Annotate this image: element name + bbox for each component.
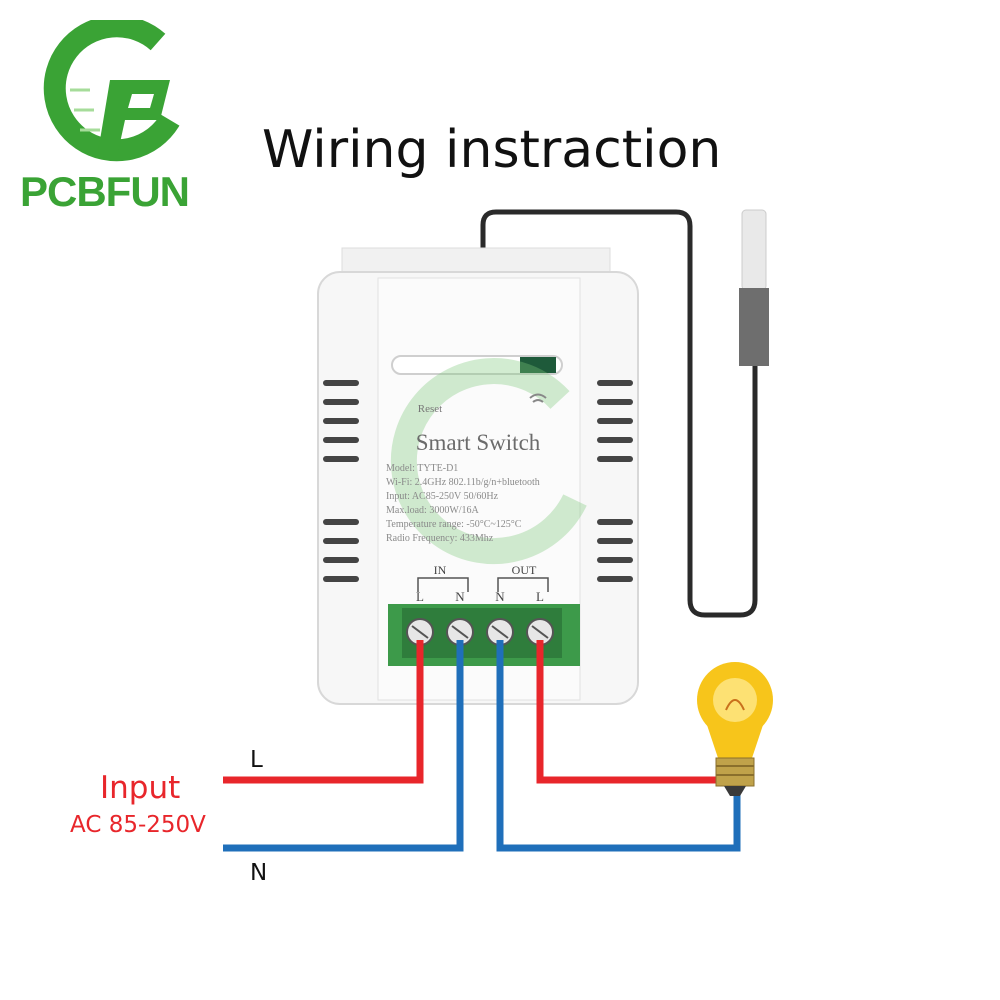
output-neutral-wire [496,640,741,852]
wifi-icon [529,393,547,403]
brand-name: PCBFUN [20,168,190,215]
brand-logo-icon [43,20,180,162]
terminal-label: L [536,589,544,604]
neutral-label: N [250,860,268,886]
terminal-label: L [416,589,424,604]
output-line-wire [536,640,718,784]
sensor-cable [480,209,758,618]
spec-line: Input: AC85-250V 50/60Hz [386,491,499,502]
spec-line: Radio Frequency: 433Mhz [386,533,494,544]
spec-line: Max.load: 3000W/16A [386,505,480,516]
device-name: Smart Switch [416,430,541,455]
temperature-probe-icon [739,209,769,366]
smart-switch-device [317,247,639,705]
input-neutral-wire [223,640,464,852]
input-label: Input [100,770,181,806]
spec-line: Model: TYTE-D1 [386,463,458,474]
page-title: Wiring instraction [262,120,722,180]
terminal-group-in: IN [434,563,447,577]
line-label: L [250,747,263,773]
light-bulb-icon [697,662,773,796]
input-voltage-label: AC 85-250V [70,812,206,838]
reset-label: Reset [418,403,442,415]
spec-line: Wi-Fi: 2.4GHz 802.11b/g/n+bluetooth [386,477,540,488]
terminal-label: N [455,589,465,604]
terminal-group-out: OUT [512,563,537,577]
terminal-label: N [495,589,505,604]
spec-line: Temperature range: -50°C~125°C [386,519,522,530]
input-line-wire [223,640,424,784]
